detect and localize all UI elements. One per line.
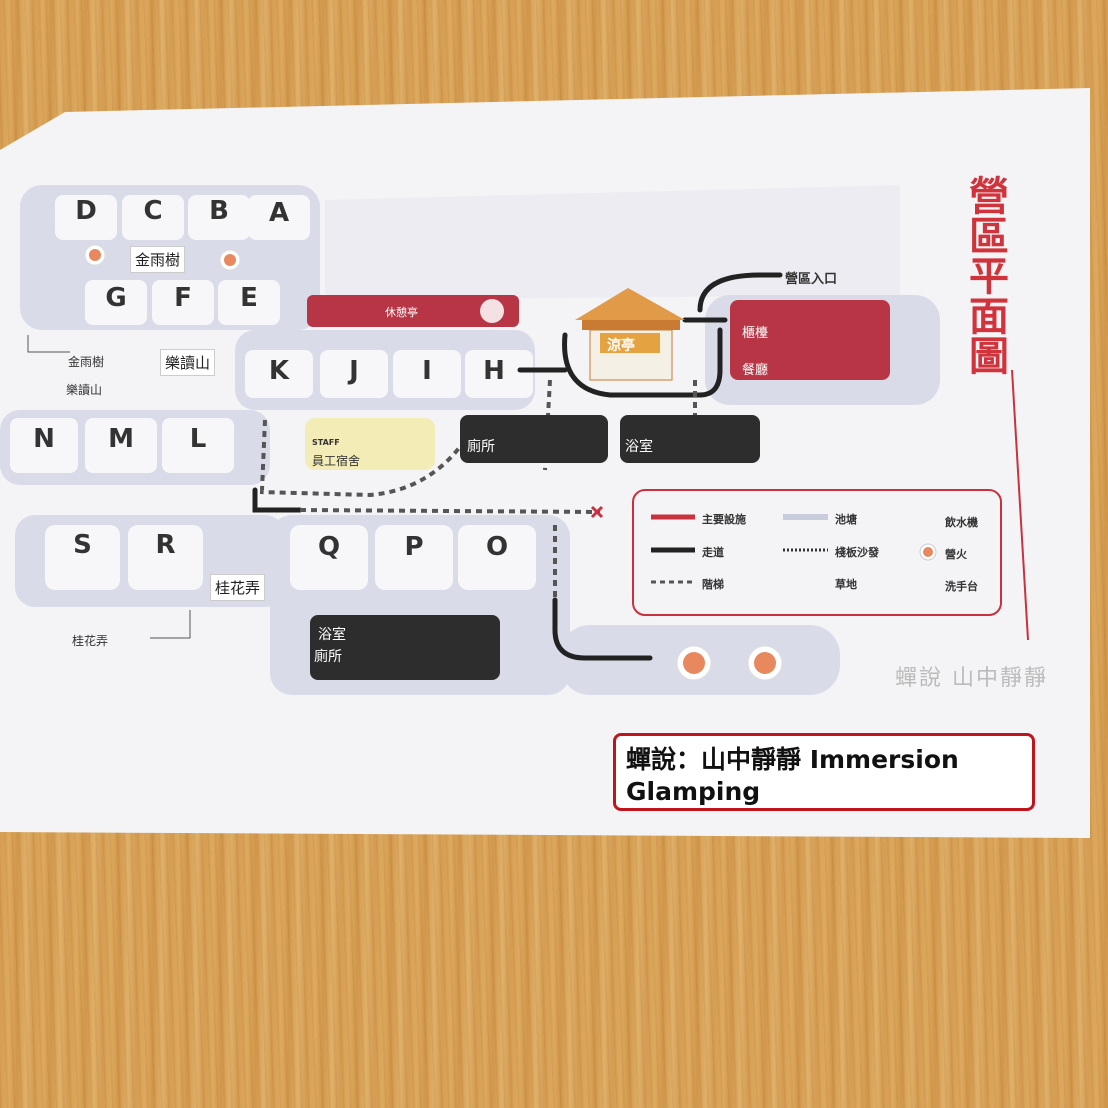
area-label-ledu: 樂讀山 — [66, 383, 103, 397]
site-E[interactable]: E — [240, 283, 258, 313]
site-A[interactable]: A — [268, 198, 290, 228]
legend-main: 主要設施 — [702, 513, 746, 526]
legend-grass: 草地 — [835, 578, 857, 591]
gazebo-graphic — [575, 288, 685, 381]
hatch-area — [325, 185, 900, 300]
legend-walkway: 走道 — [702, 546, 724, 559]
gazebo-label: 涼亭 — [607, 338, 635, 354]
entrance-label: 營區入口 — [785, 272, 838, 287]
dead-end-mark — [590, 505, 604, 519]
site-F[interactable]: F — [174, 283, 192, 313]
rest-pavilion-box — [307, 295, 519, 327]
caption-box: 蟬說：山中靜靜 Immersion Glamping — [613, 733, 1035, 811]
area-label-jinyu: 金雨樹 — [68, 355, 105, 369]
bath-label: 浴室 — [625, 439, 653, 455]
site-M[interactable]: M — [108, 424, 134, 454]
rest-pavilion-label: 休憩亭 — [385, 306, 418, 319]
site-R[interactable]: R — [155, 530, 176, 560]
site-O[interactable]: O — [485, 532, 509, 562]
restaurant-label: 餐廳 — [742, 363, 769, 378]
site-N[interactable]: N — [33, 424, 55, 454]
toilet2-label: 廁所 — [314, 649, 342, 665]
staff-dorm-label: 員工宿舍 — [312, 454, 361, 468]
toilet-label: 廁所 — [467, 439, 495, 455]
site-B[interactable]: B — [209, 196, 229, 226]
site-C[interactable]: C — [143, 196, 163, 226]
brand-logo: 蟬說 山中靜靜 — [895, 666, 1048, 691]
bath2-label: 浴室 — [318, 627, 346, 643]
caption-text: 蟬說：山中靜靜 Immersion Glamping — [626, 745, 959, 806]
site-tiles — [10, 195, 536, 590]
legend-box — [632, 489, 1002, 616]
bath-toilet-box — [310, 615, 500, 680]
overlay-label-ledu: 樂讀山 — [160, 349, 216, 376]
legend-water: 飲水機 — [945, 516, 978, 529]
legend-sink: 洗手台 — [945, 580, 978, 593]
site-J[interactable]: J — [349, 356, 359, 386]
site-I[interactable]: I — [422, 356, 432, 386]
legend-pool: 池塘 — [835, 513, 857, 526]
walkways — [252, 272, 783, 661]
map-title-text: 營區平面圖 — [962, 175, 1008, 375]
staff-tag: STAFF — [312, 438, 340, 447]
site-H[interactable]: H — [483, 356, 505, 386]
site-Q[interactable]: Q — [317, 532, 341, 562]
toilet-box — [460, 415, 608, 463]
title-rule — [1011, 369, 1029, 641]
fire-pits — [84, 244, 783, 681]
legend-deck: 棧板沙發 — [835, 546, 879, 559]
area-label-guihua: 桂花弄 — [72, 634, 109, 648]
site-L[interactable]: L — [189, 424, 207, 454]
legend-stairs: 階梯 — [702, 578, 724, 591]
site-G[interactable]: G — [105, 283, 127, 313]
counter-restaurant-box — [730, 300, 890, 380]
map-title: 營區平面圖 — [955, 175, 1015, 390]
overlay-label-guihua: 桂花弄 — [210, 574, 266, 601]
staff-dorm-box — [305, 418, 435, 470]
site-D[interactable]: D — [75, 196, 97, 226]
site-K[interactable]: K — [268, 356, 290, 386]
overlay-label-jinyu: 金雨樹 — [130, 246, 186, 273]
site-S[interactable]: S — [73, 530, 92, 560]
legend-fire: 營火 — [945, 548, 967, 561]
counter-label: 櫃檯 — [742, 326, 769, 341]
bath-box — [620, 415, 760, 463]
site-P[interactable]: P — [404, 532, 424, 562]
